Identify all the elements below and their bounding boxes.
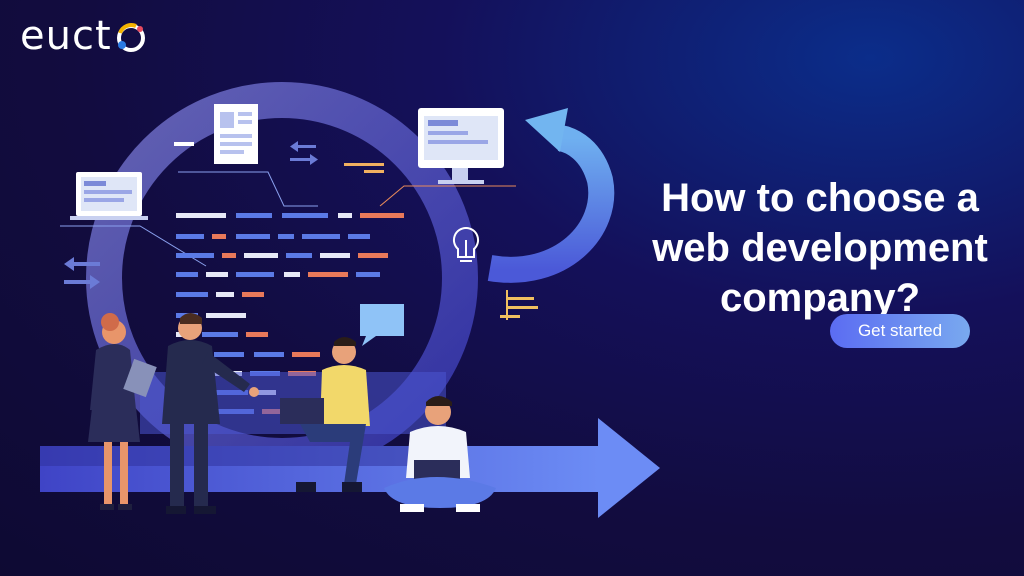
curved-arrow <box>487 125 615 283</box>
lightbulb-icon <box>452 226 480 262</box>
page-headline: How to choose a web development company? <box>620 173 1020 323</box>
headline-line-2: web development <box>652 225 988 270</box>
headline-line-1: How to choose a <box>661 175 979 220</box>
chat-bubble-icon <box>360 304 404 346</box>
person-man-cross-legged <box>384 396 496 512</box>
person-man-standing <box>162 313 259 514</box>
brand-logo[interactable]: euct <box>20 14 148 58</box>
curved-arrow-head <box>525 108 568 152</box>
person-woman-with-tablet <box>88 313 157 510</box>
laptop-icon <box>70 172 148 220</box>
bottom-arrow-head <box>598 418 660 518</box>
web-development-illustration <box>40 82 660 518</box>
person-man-sitting-with-laptop <box>280 337 370 492</box>
arrows-icon <box>64 257 100 289</box>
document-icon <box>214 104 258 164</box>
arrows-icon <box>290 141 318 165</box>
logo-mark-icon <box>116 23 145 52</box>
logo-text: euct <box>20 13 112 59</box>
monitor-icon <box>418 108 504 184</box>
get-started-button[interactable]: Get started <box>830 314 970 348</box>
headline-line-3: company? <box>719 275 921 320</box>
